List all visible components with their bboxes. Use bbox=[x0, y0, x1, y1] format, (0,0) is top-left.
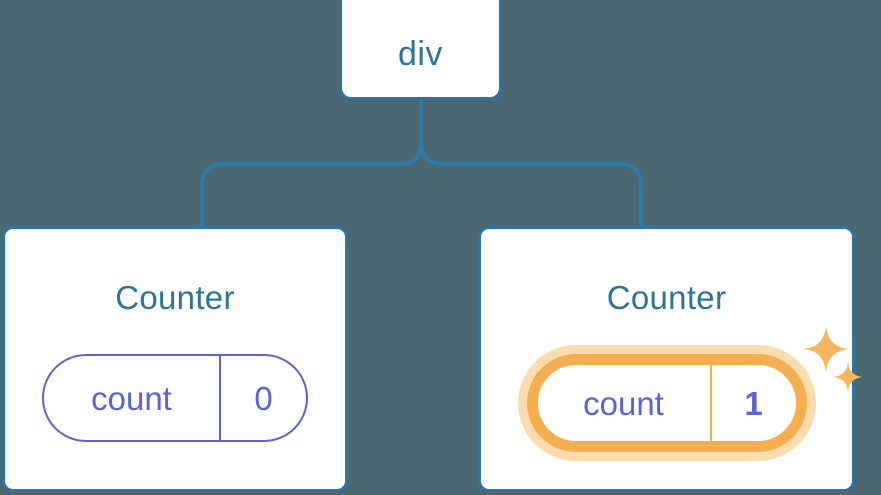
state-pill-wrapper: count 0 bbox=[42, 354, 308, 442]
state-value: 1 bbox=[709, 365, 796, 441]
state-pill[interactable]: count 0 bbox=[42, 354, 308, 442]
state-key: count bbox=[91, 379, 172, 417]
node-counter-right[interactable]: Counter count 1 bbox=[478, 226, 863, 492]
state-value: 0 bbox=[219, 356, 306, 440]
node-counter-left[interactable]: Counter count 0 bbox=[2, 226, 348, 492]
state-key: count bbox=[583, 384, 664, 422]
component-title: Counter bbox=[606, 279, 727, 316]
state-pill-updated[interactable]: count 1 bbox=[526, 354, 807, 452]
sparkle-icon bbox=[832, 362, 863, 392]
state-pill-wrapper-highlighted: count 1 bbox=[526, 326, 863, 452]
sparkle-icon bbox=[802, 326, 849, 372]
component-title: Counter bbox=[115, 279, 235, 316]
root-node-label: div bbox=[398, 35, 443, 73]
node-root-div[interactable]: div bbox=[339, 0, 502, 100]
sparkle-group bbox=[802, 326, 873, 406]
